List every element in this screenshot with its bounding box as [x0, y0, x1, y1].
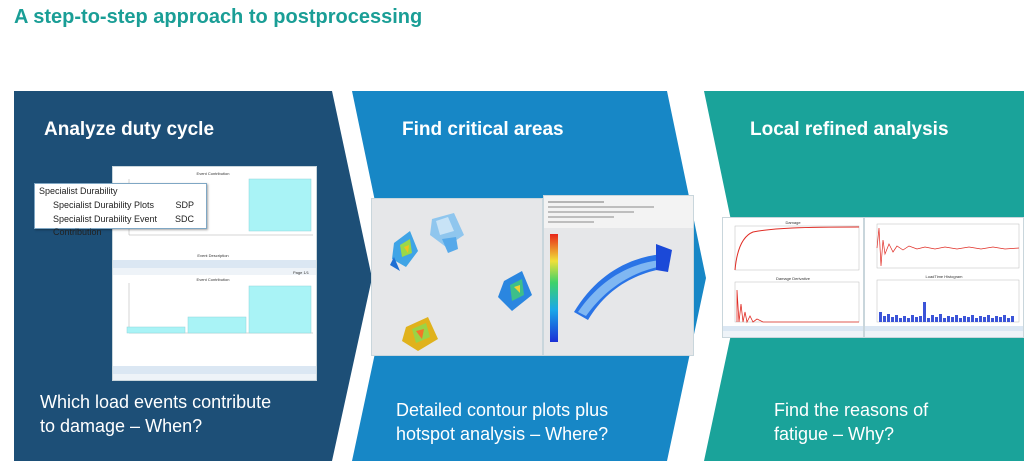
- menu-item-sdc-label: Specialist Durability Event Contribution: [53, 214, 158, 237]
- menu-item-sdc-key: SDC: [174, 214, 194, 224]
- damage-derivative-curve: [736, 289, 859, 324]
- bottom-chart-bar-1: [126, 326, 186, 334]
- menu-root-specialist-durability[interactable]: Specialist Durability: [39, 186, 118, 196]
- loadtime-histogram-screenshot: LoadTime Histogram: [864, 217, 1024, 338]
- component-contour-1: [390, 231, 418, 271]
- damage-history-screenshot: Damage Damage Derivative: [722, 217, 864, 338]
- panel-local-body-line-1: Find the reasons of: [774, 400, 929, 420]
- bottom-chart-bar-2: [187, 316, 247, 334]
- panel-critical-heading: Find critical areas: [402, 119, 564, 140]
- menu-item-sdp-key: SDP: [175, 200, 194, 210]
- component-contour-3: [498, 271, 532, 311]
- panel-local-body-line-2: fatigue – Why?: [774, 424, 895, 444]
- panel-critical-body: Detailed contour plots plus hotspot anal…: [396, 398, 608, 446]
- panel-analyze-body: Which load events contribute to damage –…: [40, 390, 271, 438]
- panel-analyze-body-line-2: to damage – When?: [40, 416, 203, 436]
- damage-curve: [734, 226, 860, 271]
- panel-analyze-body-line-1: Which load events contribute: [40, 392, 272, 412]
- svg-text:Page 1/1: Page 1/1: [293, 270, 310, 275]
- top-chart-xlabel: Event Description: [197, 253, 228, 258]
- panel-critical-body-line-2: hotspot analysis – Where?: [396, 424, 609, 444]
- panel-local-body: Find the reasons of fatigue – Why?: [774, 398, 928, 446]
- top-chart-bar: [248, 178, 312, 232]
- page-title: A step-to-step approach to postprocessin…: [14, 6, 423, 28]
- loadtime-chart-title: LoadTime Histogram: [926, 274, 964, 279]
- panel-local-heading: Local refined analysis: [750, 119, 949, 140]
- bottom-chart-bar-3: [248, 285, 312, 334]
- bottom-chart-title: Event Contribution: [197, 277, 230, 282]
- damage-derivative-title: Damage Derivative: [776, 276, 811, 281]
- panel-critical-body-line-1: Detailed contour plots plus: [396, 400, 609, 420]
- component-contour-4: [402, 317, 438, 351]
- histogram-bars: [879, 302, 1014, 322]
- contour-plot-screenshot: [371, 198, 543, 356]
- menu-item-sdc[interactable]: Specialist Durability Event Contribution…: [35, 213, 206, 237]
- component-contour-2: [430, 213, 464, 253]
- menu-item-sdp-label: Specialist Durability Plots: [53, 200, 155, 210]
- specialist-durability-menu: Specialist Durability Specialist Durabil…: [34, 183, 207, 237]
- panel-analyze-heading: Analyze duty cycle: [44, 119, 215, 140]
- menu-item-sdp[interactable]: Specialist Durability Plots SDP: [35, 199, 206, 212]
- damage-chart-title: Damage: [785, 220, 801, 225]
- signal-trace: [876, 227, 1020, 267]
- top-chart-title: Event Contribution: [197, 171, 230, 176]
- hotspot-screenshot: [543, 195, 694, 356]
- contour-legend-bar: [550, 234, 558, 342]
